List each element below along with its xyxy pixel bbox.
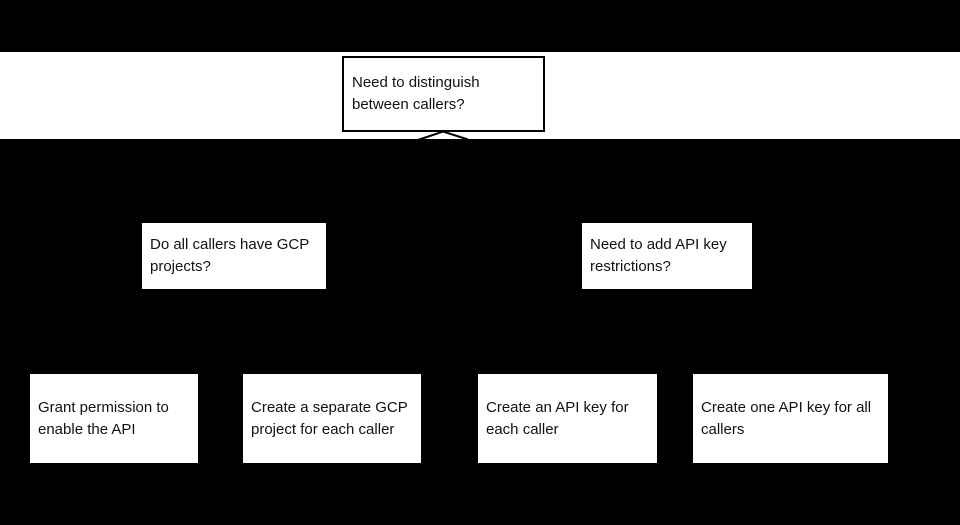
node-label: Create one API key for all callers	[701, 398, 872, 438]
action-node-api-key-all-callers: Create one API key for all callers	[693, 374, 888, 463]
node-label: Create a separate GCP project for each c…	[251, 398, 408, 438]
node-label: Need to distinguish between callers?	[352, 74, 480, 113]
branch-connector-icon	[417, 130, 469, 141]
decision-node-gcp-projects: Do all callers have GCP projects?	[142, 223, 326, 289]
node-label: Do all callers have GCP projects?	[150, 236, 309, 275]
action-node-api-key-each-caller: Create an API key for each caller	[478, 374, 657, 463]
decision-node-distinguish-callers: Need to distinguish between callers?	[342, 56, 545, 132]
node-label: Grant permission to enable the API	[38, 398, 169, 438]
decision-node-api-key-restrictions: Need to add API key restrictions?	[582, 223, 752, 289]
node-label: Create an API key for each caller	[486, 398, 629, 438]
action-node-grant-permission: Grant permission to enable the API	[30, 374, 198, 463]
action-node-separate-gcp-project: Create a separate GCP project for each c…	[243, 374, 421, 463]
node-label: Need to add API key restrictions?	[590, 236, 727, 275]
